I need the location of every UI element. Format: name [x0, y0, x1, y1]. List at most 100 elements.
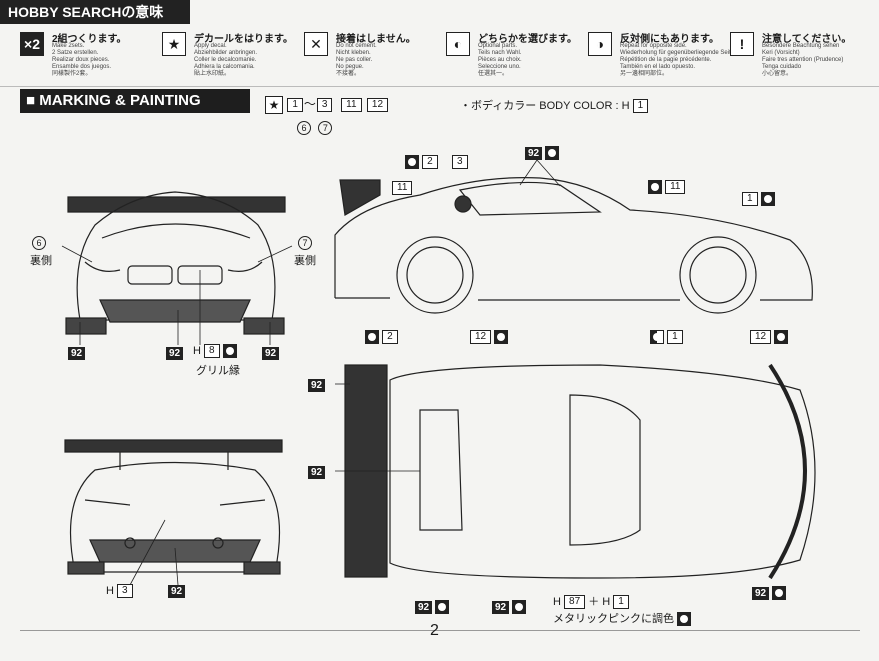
- legend-line: Ne pas coller.: [336, 57, 373, 63]
- tag-92: 92: [525, 146, 543, 160]
- legend-line: 貼上水印紙。: [194, 71, 231, 77]
- callout-side-3: 3: [452, 155, 468, 169]
- legend-line: Tenga cuidado: [762, 64, 802, 70]
- legend-line: Repeat for opposite side.: [620, 43, 687, 49]
- legend-line: Faire tres attention (Prudence): [762, 57, 844, 63]
- legend-symbol-icon: ★: [162, 32, 186, 56]
- tag-92: 92: [752, 586, 770, 600]
- legend-line: 2 Satze erstellen.: [52, 50, 99, 56]
- callout-side-11-left: 11: [392, 181, 413, 195]
- legend-line: 不接著。: [336, 71, 361, 77]
- decal-6: 6: [297, 121, 311, 135]
- legend-line: Wiederholung für gegenüberliegende Seite…: [620, 50, 736, 56]
- callout-h8: H 8: [193, 344, 237, 358]
- legend-line: Apply decal.: [194, 43, 227, 49]
- optional-icon: [774, 330, 789, 344]
- page-number: 2: [430, 622, 439, 639]
- num-11: 11: [665, 180, 686, 194]
- legend-line: 同樣製作2套。: [52, 71, 92, 77]
- optional-icon: [677, 612, 692, 627]
- optional-icon: [494, 330, 509, 344]
- legend-item: ◑反対側にもあります。Repeat for opposite side.Wied…: [588, 30, 736, 86]
- num-1: 1: [742, 192, 758, 206]
- tag-92-top-wing: 92: [308, 379, 326, 392]
- callout-6: 6: [30, 236, 48, 250]
- optional-icon: [435, 600, 450, 614]
- plus-h: ＋ H: [588, 596, 611, 608]
- tag-92-front-center: 92: [166, 347, 184, 360]
- num-2: 2: [422, 155, 438, 169]
- optional-icon: [545, 146, 560, 160]
- callout-side-12-left: 12: [470, 330, 509, 344]
- legend-line: Realizar doux pieces.: [52, 57, 110, 63]
- legend-line: Ensamble dos juegos.: [52, 64, 112, 70]
- legend-symbol-icon: ×2: [20, 32, 44, 56]
- callout-side-12-right: 12: [750, 330, 789, 344]
- callout-ura-left: 裏側: [30, 255, 52, 267]
- decal-list: ★ 1〜3 11 12: [265, 95, 389, 114]
- callout-ura-right: 裏側: [294, 255, 316, 267]
- legend-lines: Do not cement.Nicht kleben.Ne pas coller…: [336, 43, 377, 78]
- legend-item: ✕接着はしません。Do not cement.Nicht kleben.Ne p…: [304, 30, 444, 86]
- top-view: [344, 363, 816, 580]
- legend-line: No pegue.: [336, 64, 364, 70]
- tag-92: 92: [492, 600, 510, 614]
- circle-7: 7: [298, 236, 312, 250]
- callout-metallic: メタリックピンクに調色: [553, 610, 692, 627]
- legend-line: Abziehbilder anbringen.: [194, 50, 258, 56]
- h3-prefix: H: [106, 584, 114, 597]
- num-1: 1: [667, 330, 683, 344]
- legend-line: 任選其一。: [478, 71, 509, 77]
- tag-92-rear: 92: [168, 585, 186, 598]
- h3-num: 3: [117, 584, 133, 598]
- legend-line: Seleccione uno.: [478, 64, 521, 70]
- legend-line: Coller le decalcomanie.: [194, 57, 257, 63]
- legend-line: 小心留意。: [762, 71, 793, 77]
- optional-icon: [405, 155, 419, 169]
- legend-title: 注意してください。: [762, 34, 852, 45]
- decal-3: 3: [316, 97, 333, 112]
- h1-num: 1: [613, 595, 629, 610]
- optional-icon: [650, 330, 664, 344]
- callout-7: 7: [296, 236, 314, 250]
- legend-line: 另一邊相同部位。: [620, 71, 669, 77]
- legend-lines: Make 2sets.2 Satze erstellen.Realizar do…: [52, 43, 111, 78]
- callout-side-92-top: 92: [525, 146, 560, 160]
- header-tag: HOBBY SEARCHの意味: [0, 0, 190, 24]
- legend-lines: Repeat for opposite side.Wiederholung fü…: [620, 43, 736, 78]
- legend-line: Keri (Vorsicht): [762, 50, 800, 56]
- legend-lines: Optional parts.Teils nach Wahl.Pièces au…: [478, 43, 522, 78]
- legend-line: Make 2sets.: [52, 43, 85, 49]
- num-2: 2: [382, 330, 398, 344]
- optional-icon: [648, 180, 662, 194]
- legend-title: どちらかを選びます。: [478, 34, 577, 45]
- header-divider: [0, 86, 879, 87]
- callout-top-92-c: 92: [752, 586, 787, 600]
- h87-num: 87: [564, 595, 586, 610]
- optional-icon: [760, 192, 775, 206]
- circle-6: 6: [32, 236, 46, 250]
- optional-icon: [772, 586, 787, 600]
- bottom-rule: [20, 630, 860, 631]
- star-icon: ★: [265, 95, 283, 114]
- legend-line: Répétition de la pagie précédente.: [620, 57, 712, 63]
- h87-prefix: H: [553, 596, 561, 608]
- legend-symbol-icon: ◐: [446, 32, 470, 56]
- section-title: ■ MARKING & PAINTING: [20, 89, 250, 113]
- section-title-text: MARKING & PAINTING: [39, 92, 201, 109]
- tag-92-top-window: 92: [308, 466, 326, 479]
- legend-item: ★デカールをはります。Apply decal.Abziehbilder anbr…: [162, 30, 302, 86]
- optional-icon: [365, 330, 379, 344]
- num-12: 12: [470, 330, 492, 344]
- legend-line: Optional parts.: [478, 43, 518, 49]
- legend-lines: Apply decal.Abziehbilder anbringen.Colle…: [194, 43, 257, 78]
- decal-1: 1: [287, 97, 303, 112]
- legend-title: 接着はしません。: [336, 34, 416, 45]
- legend-line: Teils nach Wahl.: [478, 50, 522, 56]
- callout-h87: H 87 ＋ H 1: [553, 593, 629, 610]
